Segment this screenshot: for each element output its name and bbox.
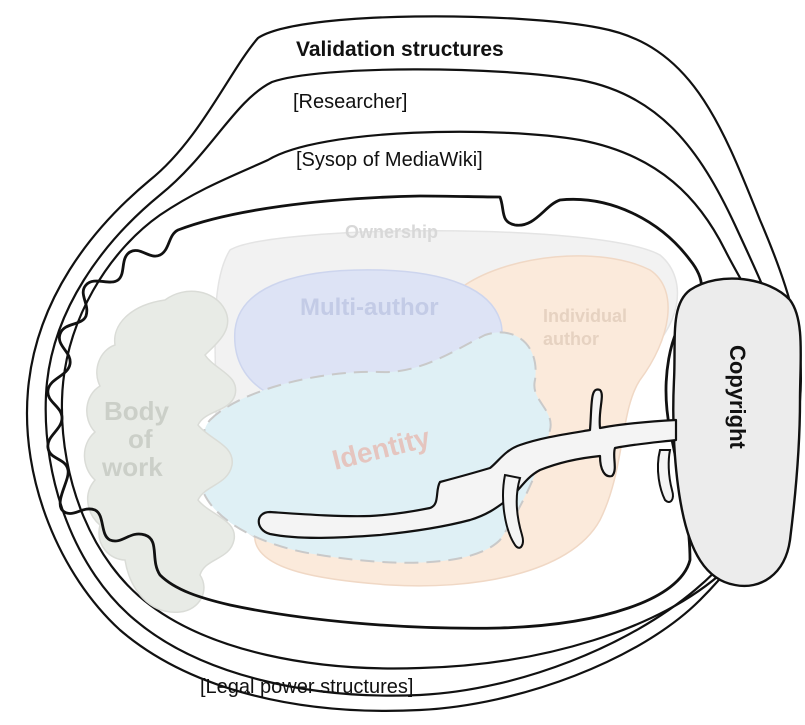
validation-structures-label: Validation structures xyxy=(296,38,504,61)
individual-author-label-line2: author xyxy=(543,329,599,349)
sysop-label: [Sysop of MediaWiki] xyxy=(296,149,483,171)
body-of-work-label-line2: of xyxy=(128,424,153,454)
individual-author-label-line1: Individual xyxy=(543,306,627,326)
copyright-label: Copyright xyxy=(725,345,750,450)
legal-power-structures-label: [Legal power structures] xyxy=(200,676,413,698)
ownership-label: Ownership xyxy=(345,222,438,242)
copyright-channel-branch-2 xyxy=(658,450,673,502)
body-of-work-label-line1: Body xyxy=(104,396,170,426)
multi-author-label: Multi-author xyxy=(300,294,439,321)
researcher-label: [Researcher] xyxy=(293,91,408,113)
body-of-work-label-line3: work xyxy=(101,452,163,482)
